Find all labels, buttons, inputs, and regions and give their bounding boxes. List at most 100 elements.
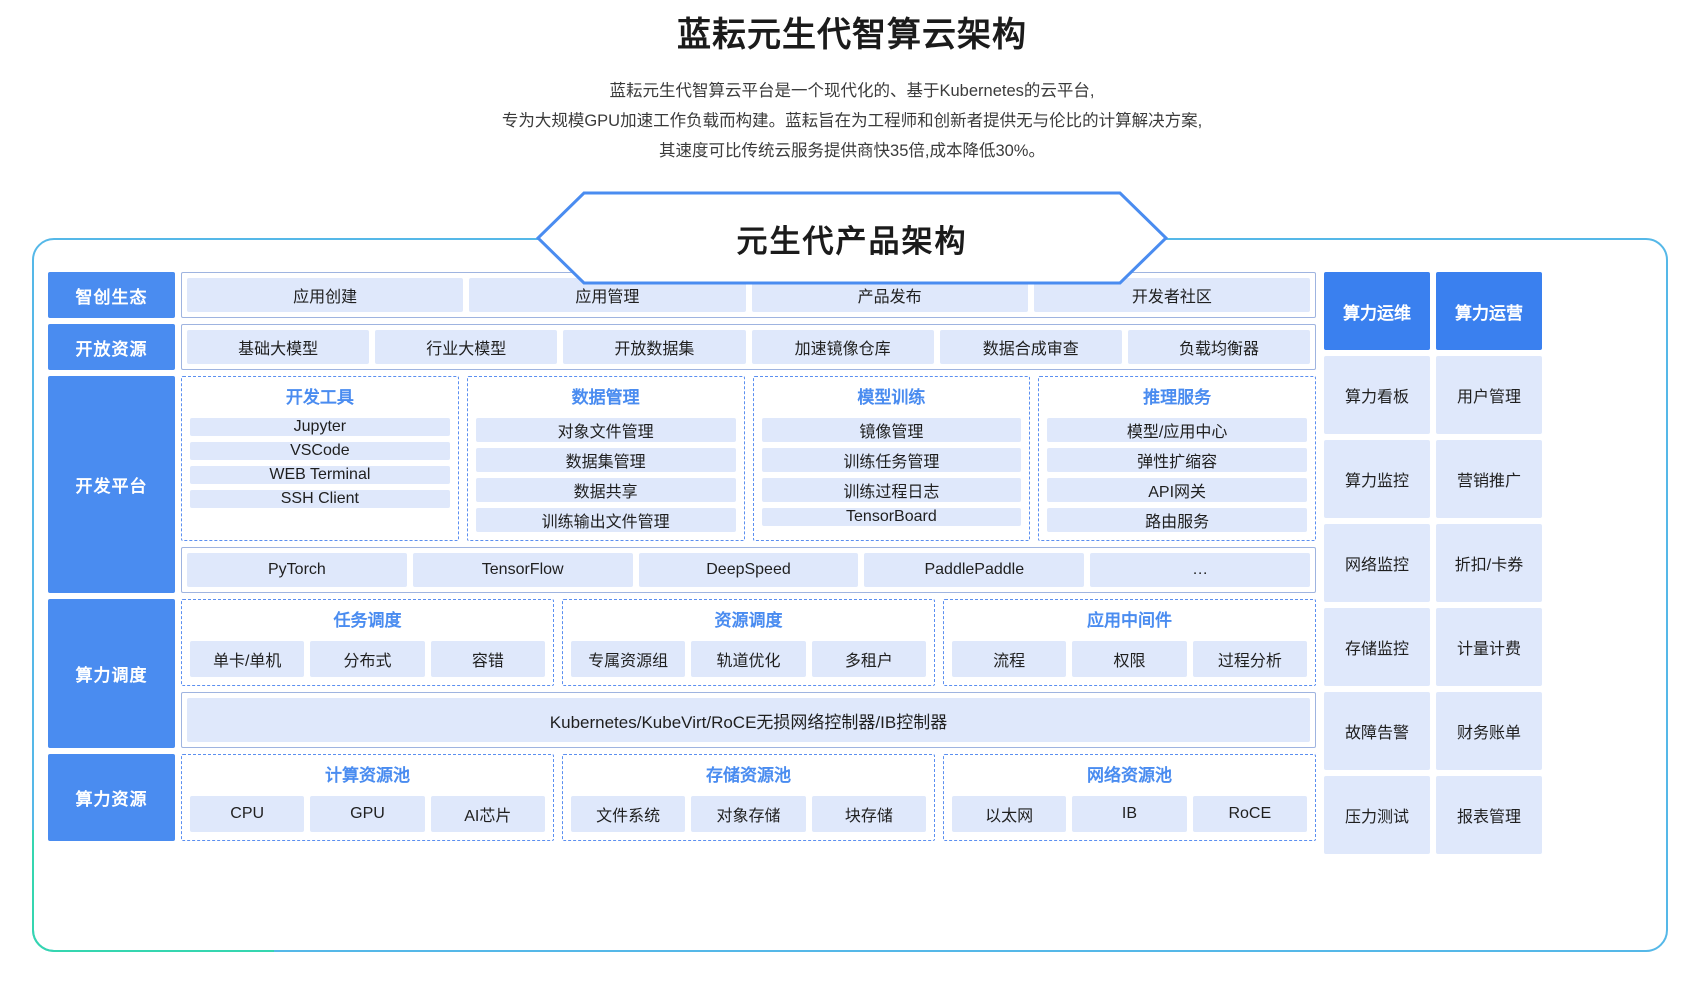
ops-cell-compute-dashboard[interactable]: 算力看板 [1324, 356, 1430, 434]
group-items-model-training: 镜像管理 训练任务管理 训练过程日志 TensorBoard [761, 418, 1022, 526]
frameworks-box: PyTorch TensorFlow DeepSpeed PaddlePaddl… [181, 547, 1316, 593]
band-open-resources: 开放资源 基础大模型 行业大模型 开放数据集 加速镜像仓库 数据合成审查 负载均… [48, 324, 1316, 370]
ops-cell-network-monitoring[interactable]: 网络监控 [1324, 524, 1430, 602]
group-task-scheduling: 任务调度 单卡/单机 分布式 容错 [181, 599, 554, 686]
ops-cell-stress-test[interactable]: 压力测试 [1324, 776, 1430, 854]
left-stack: 智创生态 应用创建 应用管理 产品发布 开发者社区 开放资源 [48, 272, 1316, 841]
chip-model-app-center[interactable]: 模型/应用中心 [1047, 418, 1307, 442]
group-title-data-management: 数据管理 [571, 388, 640, 407]
ops-cell-fault-alarm[interactable]: 故障告警 [1324, 692, 1430, 770]
chip-file-system[interactable]: 文件系统 [571, 796, 686, 832]
chip-image-management[interactable]: 镜像管理 [761, 418, 1022, 442]
ops-cell-report-management[interactable]: 报表管理 [1436, 776, 1542, 854]
chip-industry-model[interactable]: 行业大模型 [375, 330, 558, 364]
chip-deepspeed[interactable]: DeepSpeed [638, 553, 859, 587]
chip-foundation-model[interactable]: 基础大模型 [187, 330, 370, 364]
chip-data-synthesis-review[interactable]: 数据合成审查 [939, 330, 1122, 364]
chip-web-terminal[interactable]: WEB Terminal [190, 466, 450, 484]
band-label-scheduling: 算力调度 [48, 599, 175, 748]
group-title-network-pool: 网络资源池 [1087, 766, 1172, 785]
group-dev-tools: 开发工具 Jupyter VSCode WEB Terminal SSH Cli… [181, 376, 459, 541]
operations-column-business: 算力运营 用户管理 营销推广 折扣/卡券 计量计费 财务账单 报表管理 [1436, 272, 1542, 854]
chip-more-frameworks[interactable]: … [1090, 553, 1310, 587]
chip-elastic-scaling[interactable]: 弹性扩缩容 [1047, 448, 1307, 472]
chip-fault-tolerance[interactable]: 容错 [430, 641, 545, 677]
chip-tensorflow[interactable]: TensorFlow [412, 553, 633, 587]
ops-cell-compute-monitoring[interactable]: 算力监控 [1324, 440, 1430, 518]
group-items-network-pool: 以太网 IB RoCE [952, 796, 1307, 832]
chip-ib[interactable]: IB [1072, 796, 1187, 832]
group-items-compute-pool: CPU GPU AI芯片 [190, 796, 545, 832]
group-title-compute-pool: 计算资源池 [325, 766, 410, 785]
band-label-open-resources: 开放资源 [48, 324, 175, 370]
band-label-compute-resources: 算力资源 [48, 754, 175, 841]
group-items-app-middleware: 流程 权限 过程分析 [952, 641, 1307, 677]
group-title-task-scheduling: 任务调度 [333, 611, 402, 630]
ops-head-compute-operations: 算力运营 [1436, 272, 1542, 350]
chip-dataset-management[interactable]: 数据集管理 [475, 448, 736, 472]
group-storage-pool: 存储资源池 文件系统 对象存储 块存储 [562, 754, 935, 841]
scheduling-groups: 任务调度 单卡/单机 分布式 容错 资源调度 专属资源组 轨道优化 [181, 599, 1316, 686]
chip-multi-tenancy[interactable]: 多租户 [811, 641, 926, 677]
page-subtitle: 蓝耘元生代智算云平台是一个现代化的、基于Kubernetes的云平台, 专为大规… [0, 76, 1704, 166]
band-body-scheduling: 任务调度 单卡/单机 分布式 容错 资源调度 专属资源组 轨道优化 [181, 599, 1316, 748]
band-label-ecosystem: 智创生态 [48, 272, 175, 318]
band-body-open-resources: 基础大模型 行业大模型 开放数据集 加速镜像仓库 数据合成审查 负载均衡器 [181, 324, 1316, 370]
chip-data-sharing[interactable]: 数据共享 [475, 478, 736, 502]
chip-dedicated-resource-group[interactable]: 专属资源组 [571, 641, 686, 677]
chip-object-storage[interactable]: 对象存储 [691, 796, 806, 832]
chip-kubernetes-platform[interactable]: Kubernetes/KubeVirt/RoCE无损网络控制器/IB控制器 [187, 698, 1310, 742]
chip-tensorboard[interactable]: TensorBoard [761, 508, 1022, 526]
chip-routing-service[interactable]: 路由服务 [1047, 508, 1307, 532]
band-body-compute-resources: 计算资源池 CPU GPU AI芯片 存储资源池 文件系统 对象存储 [181, 754, 1316, 841]
diagram-body: 智创生态 应用创建 应用管理 产品发布 开发者社区 开放资源 [48, 272, 1652, 854]
chip-roce[interactable]: RoCE [1192, 796, 1307, 832]
ops-cell-user-management[interactable]: 用户管理 [1436, 356, 1542, 434]
chip-training-logs[interactable]: 训练过程日志 [761, 478, 1022, 502]
chip-vscode[interactable]: VSCode [190, 442, 450, 460]
ops-head-operations-maintenance: 算力运维 [1324, 272, 1430, 350]
group-title-dev-tools: 开发工具 [285, 388, 354, 407]
chip-object-file-management[interactable]: 对象文件管理 [475, 418, 736, 442]
subtitle-line-2: 专为大规模GPU加速工作负载而构建。蓝耘旨在为工程师和创新者提供无与伦比的计算解… [501, 112, 1203, 130]
open-resources-chip-row: 基础大模型 行业大模型 开放数据集 加速镜像仓库 数据合成审查 负载均衡器 [187, 330, 1311, 364]
chip-ssh-client[interactable]: SSH Client [190, 490, 450, 508]
chip-api-gateway[interactable]: API网关 [1047, 478, 1307, 502]
ops-cell-discount-coupon[interactable]: 折扣/卡券 [1436, 524, 1542, 602]
ops-cell-storage-monitoring[interactable]: 存储监控 [1324, 608, 1430, 686]
ops-cell-financial-statement[interactable]: 财务账单 [1436, 692, 1542, 770]
ops-cell-metering-billing[interactable]: 计量计费 [1436, 608, 1542, 686]
chip-training-task-management[interactable]: 训练任务管理 [761, 448, 1022, 472]
ops-cell-marketing-promotion[interactable]: 营销推广 [1436, 440, 1542, 518]
chip-ai-chip[interactable]: AI芯片 [430, 796, 545, 832]
chip-block-storage[interactable]: 块存储 [811, 796, 926, 832]
chip-cpu[interactable]: CPU [190, 796, 305, 832]
chip-workflow[interactable]: 流程 [952, 641, 1067, 677]
group-inference-service: 推理服务 模型/应用中心 弹性扩缩容 API网关 路由服务 [1038, 376, 1316, 541]
group-items-inference-service: 模型/应用中心 弹性扩缩容 API网关 路由服务 [1047, 418, 1307, 532]
chip-open-dataset[interactable]: 开放数据集 [563, 330, 746, 364]
chip-gpu[interactable]: GPU [310, 796, 425, 832]
group-app-middleware: 应用中间件 流程 权限 过程分析 [943, 599, 1316, 686]
chip-single-card-machine[interactable]: 单卡/单机 [190, 641, 305, 677]
chip-jupyter[interactable]: Jupyter [190, 418, 450, 436]
chip-pytorch[interactable]: PyTorch [187, 553, 407, 587]
page-header: 蓝耘元生代智算云架构 蓝耘元生代智算云平台是一个现代化的、基于Kubernete… [0, 0, 1704, 166]
page-title: 蓝耘元生代智算云架构 [677, 16, 1027, 54]
chip-paddlepaddle[interactable]: PaddlePaddle [864, 553, 1085, 587]
chip-training-output-file-management[interactable]: 训练输出文件管理 [475, 508, 736, 532]
dev-platform-groups: 开发工具 Jupyter VSCode WEB Terminal SSH Cli… [181, 376, 1316, 541]
chip-app-create[interactable]: 应用创建 [187, 278, 464, 312]
chip-image-registry[interactable]: 加速镜像仓库 [751, 330, 934, 364]
chip-process-analysis[interactable]: 过程分析 [1192, 641, 1307, 677]
platform-bar-box: Kubernetes/KubeVirt/RoCE无损网络控制器/IB控制器 [181, 692, 1316, 748]
chip-permissions[interactable]: 权限 [1072, 641, 1187, 677]
chip-load-balancer[interactable]: 负载均衡器 [1127, 330, 1311, 364]
chip-track-optimization[interactable]: 轨道优化 [691, 641, 806, 677]
group-model-training: 模型训练 镜像管理 训练任务管理 训练过程日志 TensorBoard [752, 376, 1031, 541]
group-network-pool: 网络资源池 以太网 IB RoCE [943, 754, 1316, 841]
chip-ethernet[interactable]: 以太网 [952, 796, 1067, 832]
band-compute-resources: 算力资源 计算资源池 CPU GPU AI芯片 存储资源池 [48, 754, 1316, 841]
chip-distributed[interactable]: 分布式 [310, 641, 425, 677]
